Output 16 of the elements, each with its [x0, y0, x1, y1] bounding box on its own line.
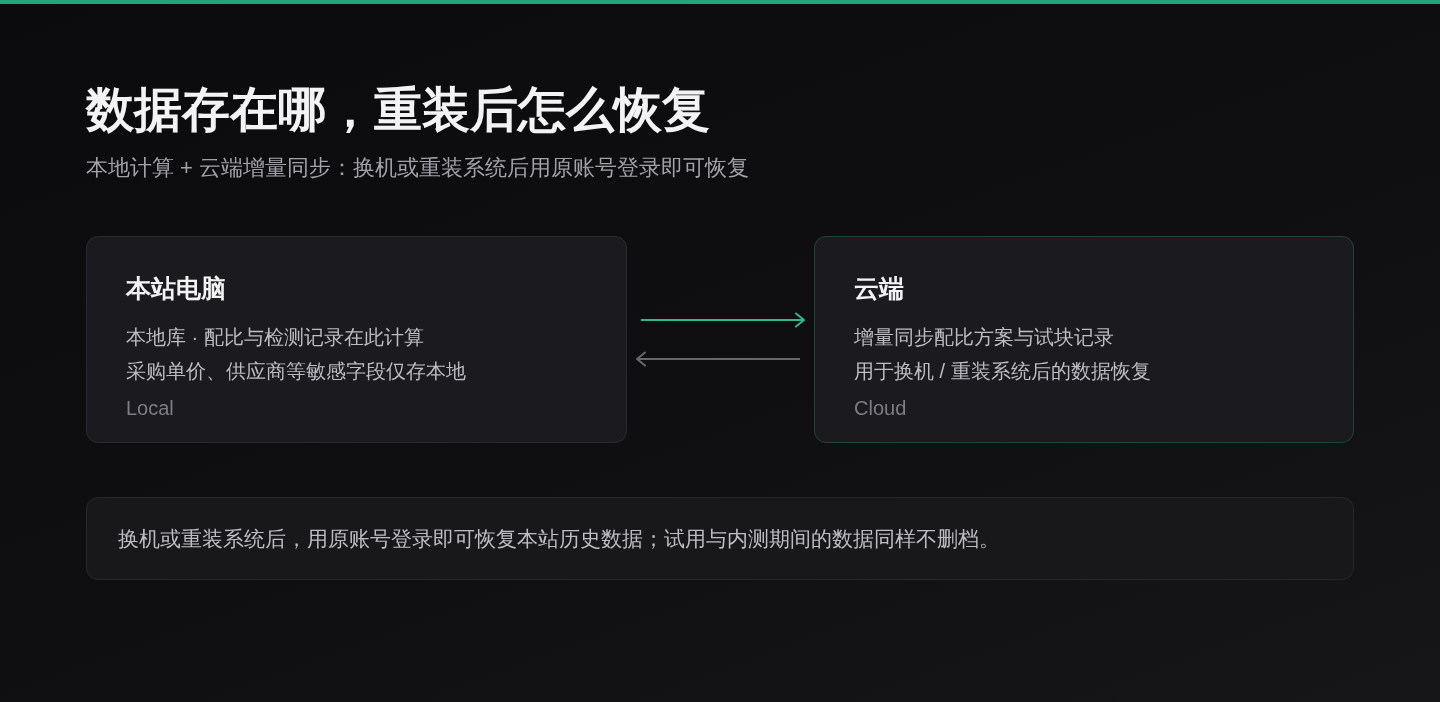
title: 数据存在哪，重装后怎么恢复 [86, 82, 710, 138]
info-card [86, 236, 627, 443]
card-heading: 云端 [854, 273, 904, 303]
arrow [640, 312, 805, 328]
info-card [814, 236, 1354, 443]
card-text: 用于换机 / 重装系统后的数据恢复 [854, 359, 1151, 384]
arrow [636, 351, 801, 367]
card-text: 增量同步配比方案与试块记录 [854, 325, 1114, 350]
subtitle: 本地计算 + 云端增量同步：换机或重装系统后用原账号登录即可恢复 [86, 154, 750, 182]
tag-text: Local [126, 396, 174, 421]
card-text: 本地库 · 配比与检测记录在此计算 [126, 325, 424, 350]
note-text: 换机或重装系统后，用原账号登录即可恢复本站历史数据；试用与内测期间的数据同样不删档。 [118, 525, 1000, 552]
tag-text: Cloud [854, 396, 907, 421]
note-box [86, 497, 1354, 580]
card-heading: 本站电脑 [126, 273, 226, 303]
card-text: 采购单价、供应商等敏感字段仅存本地 [126, 359, 466, 384]
